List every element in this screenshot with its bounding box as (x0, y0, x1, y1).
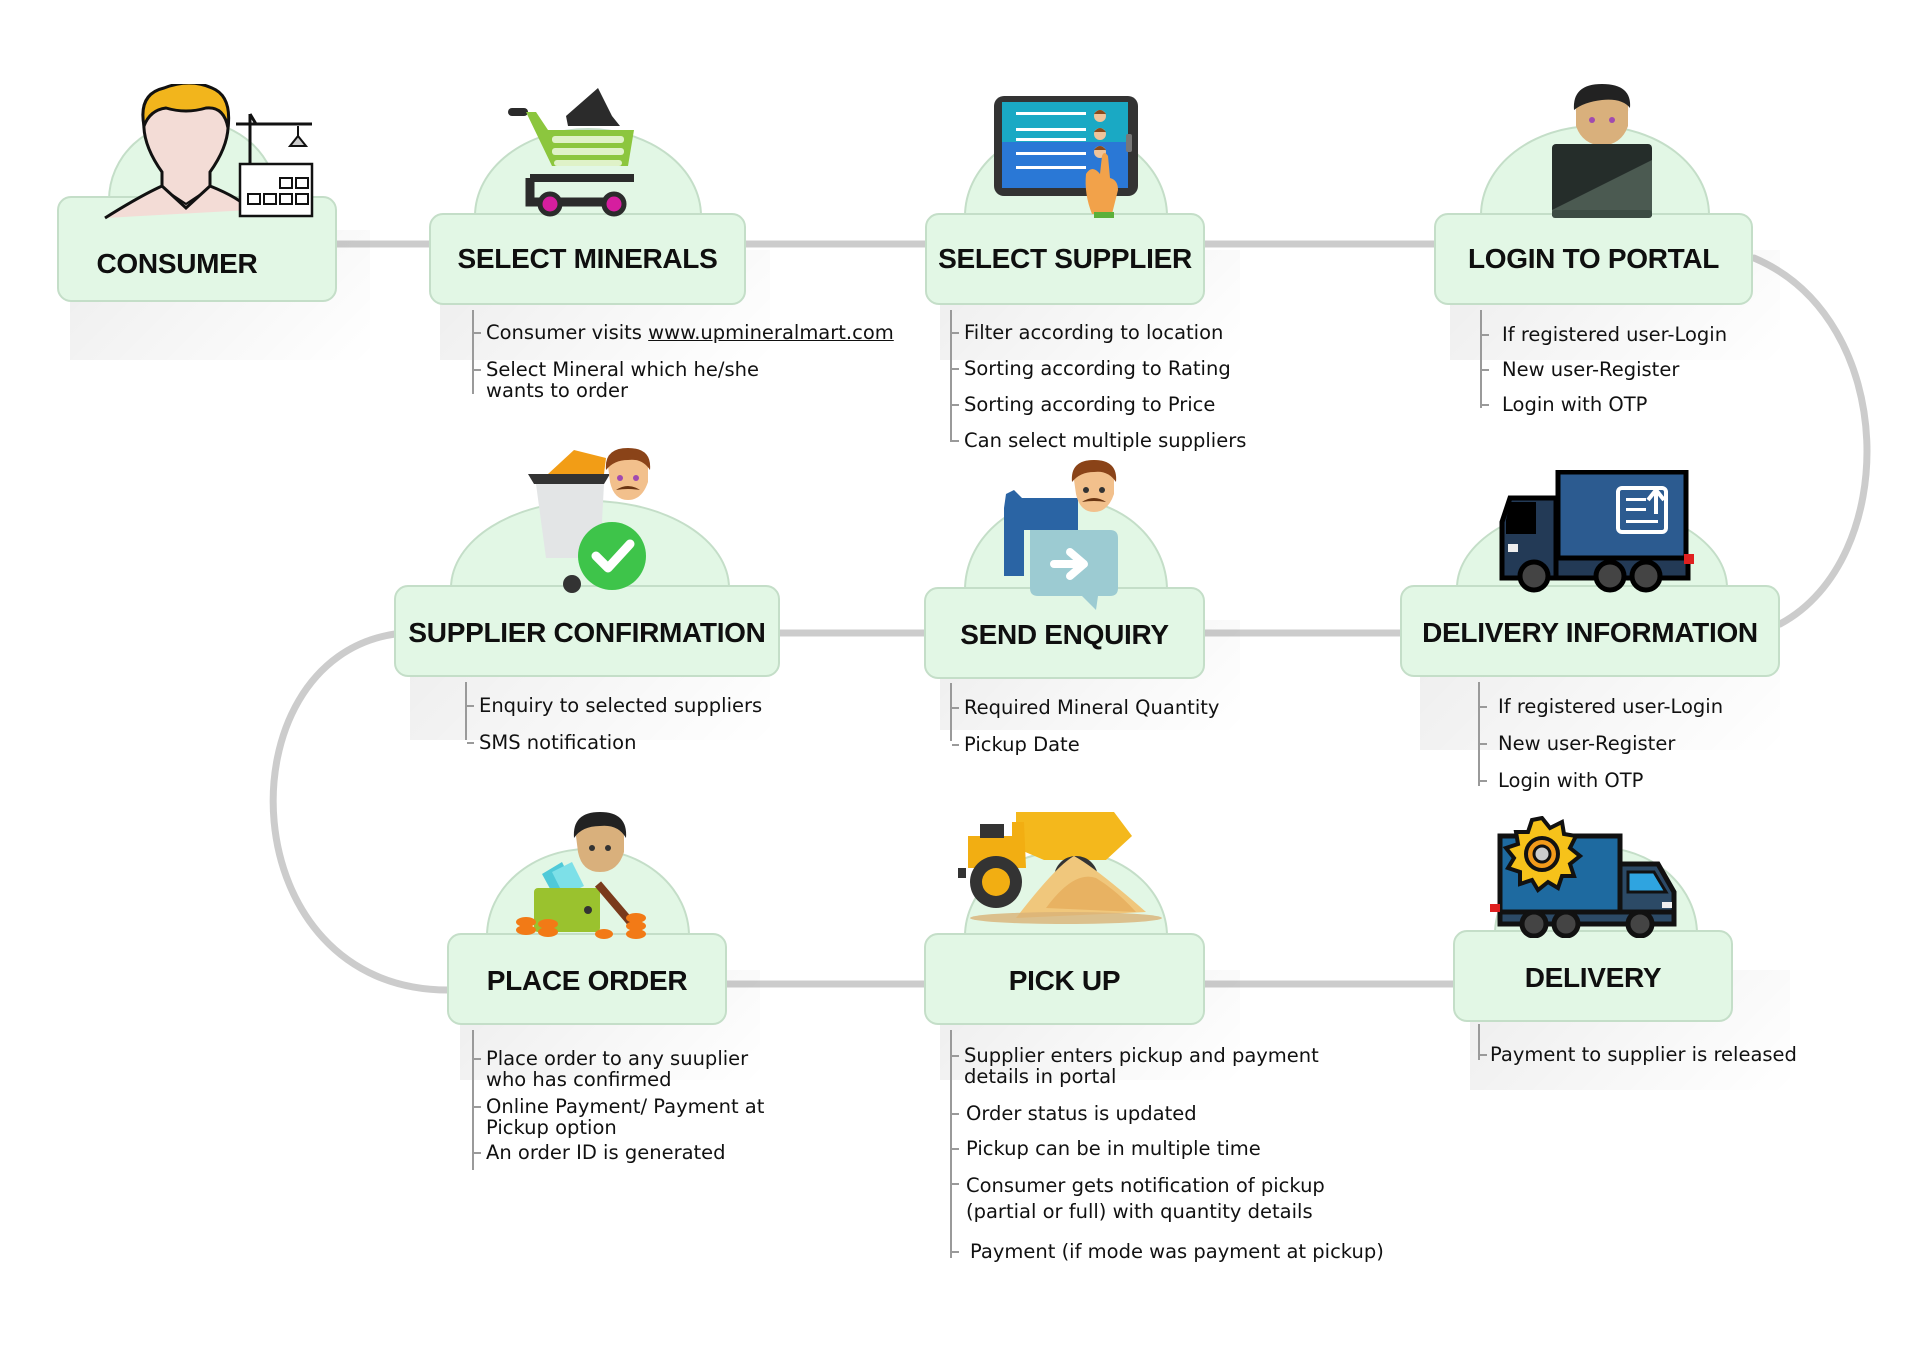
step-title: PLACE ORDER (486, 965, 688, 996)
note-item: Consumer gets notification of pickup (pa… (952, 1173, 1366, 1225)
step-place-order[interactable]: PLACE ORDER (447, 933, 727, 1025)
note-item: Login with OTP (1480, 770, 1780, 791)
select-minerals-notes: Consumer visits www.upmineralmart.com Se… (472, 310, 934, 401)
delivery-notes: Payment to supplier is released (1478, 1024, 1840, 1065)
delivery-information-notes: If registered user-Login New user-Regist… (1478, 682, 1780, 791)
step-select-minerals[interactable]: SELECT MINERALS (429, 213, 746, 305)
note-item: Payment (if mode was payment at pickup) (952, 1241, 1392, 1262)
supplier-confirmation-notes: Enquiry to selected suppliers SMS notifi… (465, 682, 807, 753)
step-delivery[interactable]: DELIVERY (1453, 930, 1733, 1022)
person-chat-enquiry-icon (990, 460, 1130, 610)
step-title: SEND ENQUIRY (960, 619, 1169, 650)
shopping-cart-minerals-icon (508, 86, 644, 220)
note-item: Can select multiple suppliers (952, 430, 1282, 451)
note-item: Enquiry to selected suppliers (467, 695, 807, 716)
note-item: Required Mineral Quantity (952, 697, 1272, 718)
person-laptop-icon (1550, 82, 1654, 222)
note-item: Filter according to location (952, 322, 1282, 343)
dump-truck-sand-icon (956, 808, 1186, 930)
step-title: SELECT MINERALS (457, 243, 718, 274)
step-title: DELIVERY (1524, 962, 1662, 993)
cart-checkmark-supplier-icon (524, 448, 664, 596)
website-link[interactable]: www.upmineralmart.com (648, 321, 894, 344)
note-item: If registered user-Login (1480, 696, 1780, 717)
place-order-notes: Place order to any suuplier who has conf… (472, 1030, 794, 1170)
note-item: New user-Register (1482, 359, 1782, 380)
step-title: SELECT SUPPLIER (938, 243, 1192, 274)
delivery-truck-document-icon (1498, 469, 1698, 594)
note-item: Supplier enters pickup and payment detai… (952, 1045, 1364, 1087)
send-enquiry-notes: Required Mineral Quantity Pickup Date (950, 683, 1272, 755)
note-item: Sorting according to Rating (952, 358, 1282, 379)
note-item: Place order to any suuplier who has conf… (474, 1048, 776, 1090)
step-title: DELIVERY INFORMATION (1422, 617, 1758, 648)
note-item: Online Payment/ Payment at Pickup option (474, 1096, 776, 1138)
step-select-supplier[interactable]: SELECT SUPPLIER (925, 213, 1205, 305)
step-title: SUPPLIER CONFIRMATION (408, 617, 766, 648)
step-title: PICK UP (1008, 965, 1121, 996)
person-wallet-coins-icon (514, 812, 654, 944)
note-item: If registered user-Login (1482, 324, 1782, 345)
truck-gear-icon (1490, 815, 1680, 939)
note-item: Order status is updated (952, 1103, 1392, 1124)
tablet-supplier-list-icon (992, 94, 1140, 232)
step-delivery-information[interactable]: DELIVERY INFORMATION (1400, 585, 1780, 677)
select-supplier-notes: Filter according to location Sorting acc… (950, 310, 1282, 451)
step-title: CONSUMER (96, 248, 258, 279)
note-item: Consumer visits www.upmineralmart.com (474, 322, 934, 343)
step-consumer[interactable]: CONSUMER (57, 196, 337, 302)
note-item: Pickup Date (952, 734, 1272, 755)
note-item: New user-Register (1480, 733, 1780, 754)
note-item: Payment to supplier is released (1480, 1044, 1840, 1065)
note-item: SMS notification (467, 732, 807, 753)
note-item: Select Mineral which he/she wants to ord… (474, 359, 806, 401)
step-login-to-portal[interactable]: LOGIN TO PORTAL (1434, 213, 1753, 305)
connector-login-to-delivery-information (1750, 254, 1871, 628)
note-item: Login with OTP (1482, 394, 1782, 415)
consumer-with-factory-icon (100, 81, 320, 240)
login-notes: If registered user-Login New user-Regist… (1480, 310, 1782, 415)
note-item: Sorting according to Price (952, 394, 1282, 415)
connector-supplier-confirmation-to-place-order (269, 630, 452, 994)
note-item: Pickup can be in multiple time (952, 1138, 1392, 1159)
note-item: An order ID is generated (474, 1142, 794, 1163)
step-title: LOGIN TO PORTAL (1467, 243, 1720, 274)
step-pick-up[interactable]: PICK UP (924, 933, 1205, 1025)
step-supplier-confirmation[interactable]: SUPPLIER CONFIRMATION (394, 585, 780, 677)
pick-up-notes: Supplier enters pickup and payment detai… (950, 1030, 1392, 1262)
